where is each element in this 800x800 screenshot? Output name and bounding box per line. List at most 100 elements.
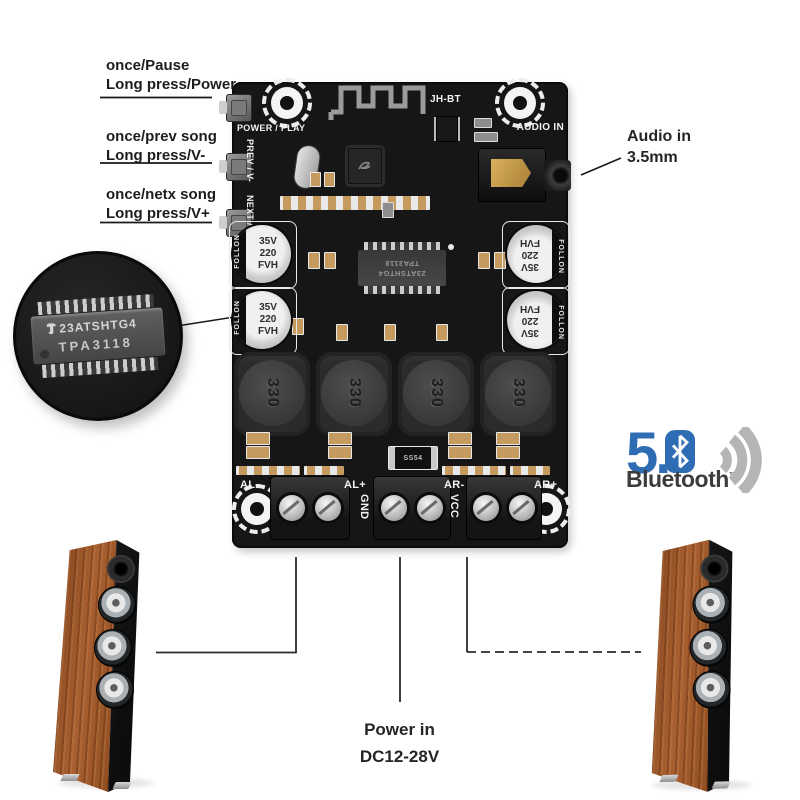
smd-component	[328, 432, 352, 445]
gnd-label: GND	[358, 494, 370, 520]
right-speaker	[645, 539, 756, 794]
mounting-hole	[232, 484, 282, 534]
annotation-line: Audio in	[627, 128, 691, 145]
chip-marking-line1: 23ATSHTG4	[378, 269, 426, 278]
audio-jack-barrel	[544, 160, 571, 191]
chip-pins-bottom	[364, 286, 440, 294]
diode-marking: SS54	[403, 454, 423, 462]
module-label: JH-BT	[430, 94, 461, 105]
audio-jack	[478, 148, 546, 202]
electrolytic-capacitor: FOLLON 35V 220 FVH	[507, 225, 565, 283]
mounting-hole	[495, 78, 545, 128]
ar-minus-label: AR-	[444, 479, 465, 491]
terminal-screw	[315, 495, 341, 521]
inductor-coil: 330	[321, 360, 387, 426]
capacitor-marking: 35V 220 FVH	[248, 236, 288, 272]
smd-component	[474, 132, 498, 142]
inductor-marking: 330	[509, 378, 527, 408]
annotation-line: once/prev song	[106, 128, 217, 145]
annotation-line: Power in	[364, 720, 435, 739]
silkscreen-dot	[448, 244, 454, 250]
prev-vol-silkscreen: PREV / V-	[245, 139, 255, 183]
pcb-antenna	[328, 85, 426, 120]
terminal-screw	[473, 495, 499, 521]
pin1-dot	[39, 349, 50, 360]
chip-body: 23ATSHTG4 TPA3118	[30, 307, 166, 365]
bluetooth-icon	[665, 430, 695, 473]
terminal-block-power	[373, 476, 451, 540]
smd-component	[382, 202, 394, 218]
smd-component	[494, 252, 506, 269]
inductor: 330	[234, 352, 310, 436]
smd-component	[448, 432, 472, 445]
smd-resistor-row	[510, 466, 550, 475]
capacitor-series: FVH	[520, 303, 540, 314]
smd-component	[292, 318, 304, 335]
smd-component	[308, 252, 320, 269]
play-pause-button	[219, 94, 252, 122]
capacitor-value: 220	[521, 249, 539, 260]
inductor: 330	[398, 352, 474, 436]
capacitor-series: FVH	[258, 260, 278, 271]
smd-resistor-row	[236, 466, 300, 475]
capacitor-outline	[229, 221, 297, 289]
capacitor-brand: FOLLON	[234, 234, 241, 269]
wire-left-speaker	[156, 557, 297, 654]
power-play-silkscreen: POWER / PLAY	[237, 123, 306, 133]
annotation-prev-song: once/prev song Long press/V-	[106, 127, 217, 165]
inductor-coil: 330	[485, 360, 551, 426]
woofer-driver	[98, 586, 136, 624]
chip-marking-line2: TPA3118	[384, 259, 420, 268]
chip-marking-line1: 23ATSHTG4	[45, 314, 164, 336]
inductor-coil: 330	[239, 360, 305, 426]
terminal-screw	[417, 495, 443, 521]
capacitor-marking: 35V 220 FVH	[248, 302, 288, 338]
inductor-marking: 330	[263, 378, 281, 408]
capacitor-voltage: 35V	[521, 327, 539, 338]
bluetooth-version: 5.	[626, 421, 671, 486]
capacitor-brand: FOLLON	[557, 305, 564, 340]
terminal-block-left-speaker	[270, 476, 350, 540]
chip-body: 23ATSHTG4 TPA3118	[358, 250, 446, 286]
smd-component	[448, 446, 472, 459]
annotation-line: Long press/V+	[106, 205, 210, 222]
chip-pins-top	[364, 242, 440, 250]
next-vol-silkscreen: NEXT / V+	[245, 195, 255, 241]
terminal-screw	[381, 495, 407, 521]
smd-component	[246, 432, 270, 445]
smd-component	[324, 252, 336, 269]
speaker-foot	[112, 782, 132, 789]
chip-magnifier-circle: 23ATSHTG4 TPA3118	[13, 251, 183, 421]
ar-plus-label: AR+	[534, 479, 558, 491]
smd-component	[384, 324, 396, 341]
smd-resistor-row	[442, 466, 506, 475]
annotation-power-in: Power in DC12-28V	[327, 716, 472, 770]
speaker-foot	[60, 774, 80, 781]
smd-component	[246, 446, 270, 459]
annotation-audio-in: Audio in 3.5mm	[627, 126, 691, 168]
inductor-marking: 330	[345, 378, 363, 408]
speaker-foot	[711, 781, 731, 789]
ti-logo-icon	[46, 323, 56, 335]
inductor-marking: 330	[427, 378, 445, 408]
annotation-line: once/netx song	[106, 186, 217, 203]
tweeter-driver	[107, 555, 135, 583]
vcc-label: VCC	[448, 494, 460, 519]
al-plus-label: AL+	[344, 479, 366, 491]
speaker-foot	[659, 774, 679, 783]
smd-resistor-row	[304, 466, 344, 475]
voltage-regulator	[436, 116, 458, 142]
inductor: 330	[480, 352, 556, 436]
magnified-tpa3118: 23ATSHTG4 TPA3118	[30, 293, 167, 378]
schottky-diode: SS54	[388, 446, 438, 470]
capacitor-value: 220	[521, 315, 539, 326]
prev-volume-button	[219, 153, 252, 181]
terminal-block-right-speaker	[466, 476, 542, 540]
inductor-coil: 330	[403, 360, 469, 426]
capacitor-sleeve	[233, 225, 291, 283]
electrolytic-capacitor: FOLLON 35V 220 FVH	[507, 291, 565, 349]
annotation-line: 3.5mm	[627, 149, 678, 166]
mounting-hole	[262, 78, 312, 128]
inductor: 330	[316, 352, 392, 436]
